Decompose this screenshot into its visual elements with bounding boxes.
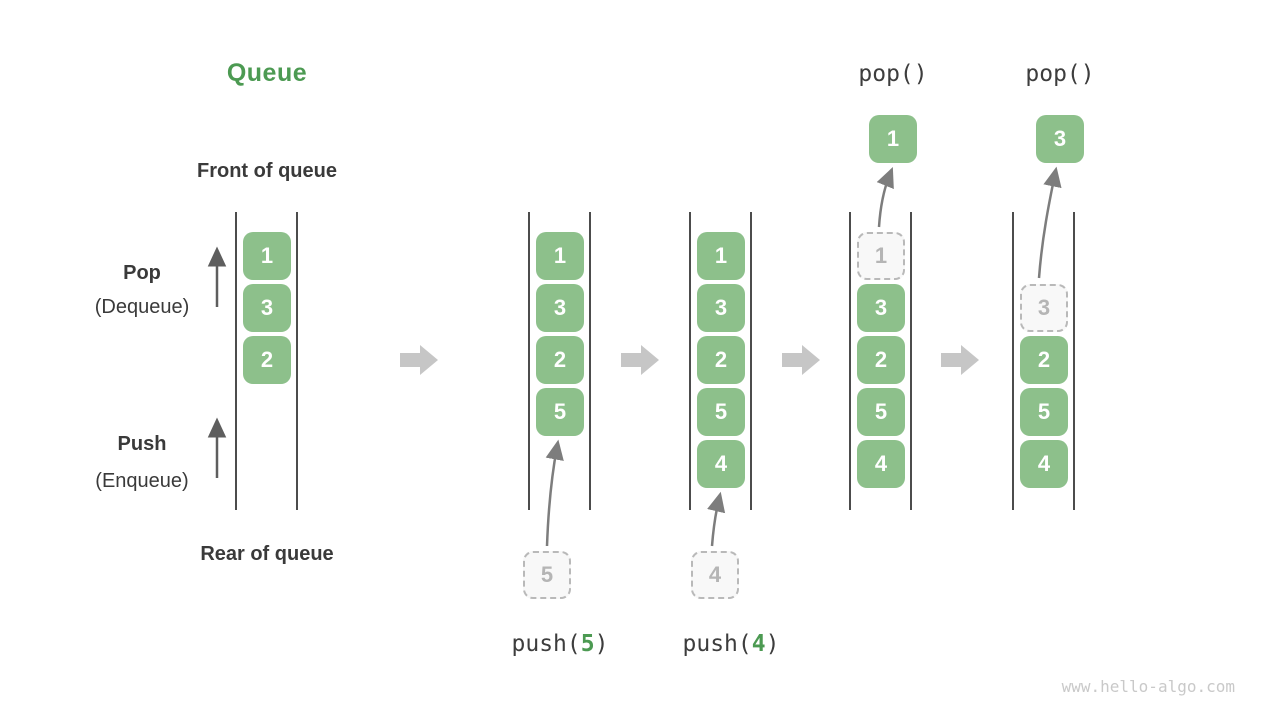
queue-cell: 2: [1020, 336, 1068, 384]
queue-cell: 5: [536, 388, 584, 436]
queue-cell: 5: [697, 388, 745, 436]
queue-stage-5-channel: [1012, 212, 1075, 510]
queue-stage-3-channel: [689, 212, 752, 510]
stage-transition-arrow-icon: [782, 345, 820, 375]
stage-transition-arrow-icon: [621, 345, 659, 375]
popped-value-cell: 3: [1036, 115, 1084, 163]
front-of-queue-label: Front of queue: [197, 160, 337, 182]
queue-cell: 3: [243, 284, 291, 332]
incoming-value-cell: 4: [691, 551, 739, 599]
queue-cell: 1: [697, 232, 745, 280]
queue-cell: 1: [536, 232, 584, 280]
queue-cell: 5: [857, 388, 905, 436]
push-call-label-1: push(5): [480, 631, 640, 657]
push-call-label-2: push(4): [651, 631, 811, 657]
pop-call-label-2: pop(): [1025, 61, 1095, 87]
push-close-text: ): [765, 631, 780, 657]
queue-cell: 4: [857, 440, 905, 488]
dequeue-sublabel: (Dequeue): [94, 296, 190, 318]
queue-cell: 2: [857, 336, 905, 384]
popped-value-cell: 1: [869, 115, 917, 163]
queue-cell: 2: [243, 336, 291, 384]
queue-stage-2-channel: [528, 212, 591, 510]
diagram-title: Queue: [226, 59, 308, 87]
queue-cell: 3: [697, 284, 745, 332]
pop-call-label-1: pop(): [858, 61, 928, 87]
queue-cell: 1: [243, 232, 291, 280]
enqueue-sublabel: (Enqueue): [95, 470, 189, 492]
ghost-cell: 1: [857, 232, 905, 280]
queue-cell: 2: [697, 336, 745, 384]
push-arg-text: 4: [751, 631, 766, 657]
watermark: www.hello-algo.com: [1061, 677, 1235, 696]
queue-cell: 5: [1020, 388, 1068, 436]
push-arg-text: 5: [580, 631, 595, 657]
push-close-text: ): [594, 631, 609, 657]
push-label: Push: [117, 433, 167, 455]
queue-cell: 4: [1020, 440, 1068, 488]
queue-cell: 3: [536, 284, 584, 332]
rear-of-queue-label: Rear of queue: [200, 543, 334, 565]
ghost-cell: 3: [1020, 284, 1068, 332]
queue-cell: 3: [857, 284, 905, 332]
queue-cell: 4: [697, 440, 745, 488]
incoming-value-cell: 5: [523, 551, 571, 599]
push-fn-text: push(: [682, 631, 752, 657]
queue-stage-4-channel: [849, 212, 912, 510]
push-fn-text: push(: [511, 631, 581, 657]
queue-cell: 2: [536, 336, 584, 384]
queue-stage-1-channel: [235, 212, 298, 510]
stage-transition-arrow-icon: [400, 345, 438, 375]
stage-transition-arrow-icon: [941, 345, 979, 375]
pop-label: Pop: [123, 262, 161, 284]
